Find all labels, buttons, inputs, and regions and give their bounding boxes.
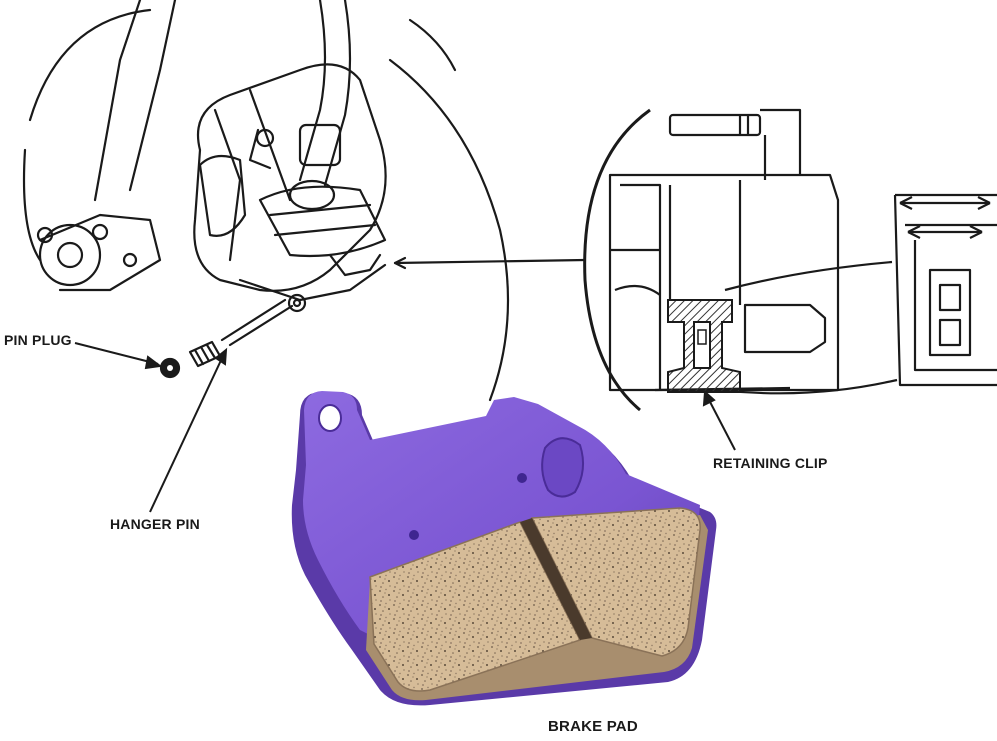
hanger-pin-label: HANGER PIN [110,516,200,532]
retaining-clip-label: RETAINING CLIP [713,455,828,471]
brake-pad-illustration [291,391,717,706]
retaining-clip-leader [702,389,736,451]
brake-pad-label: BRAKE PAD [548,718,638,735]
retaining-clip-inset-drawing [583,108,997,412]
caliper-assembly-drawing [22,0,587,402]
hanger-pin-leader [149,347,228,513]
pin-plug-label: PIN PLUG [4,332,72,348]
pin-plug-leader [74,342,163,370]
retaining-clip-detail [667,299,741,393]
